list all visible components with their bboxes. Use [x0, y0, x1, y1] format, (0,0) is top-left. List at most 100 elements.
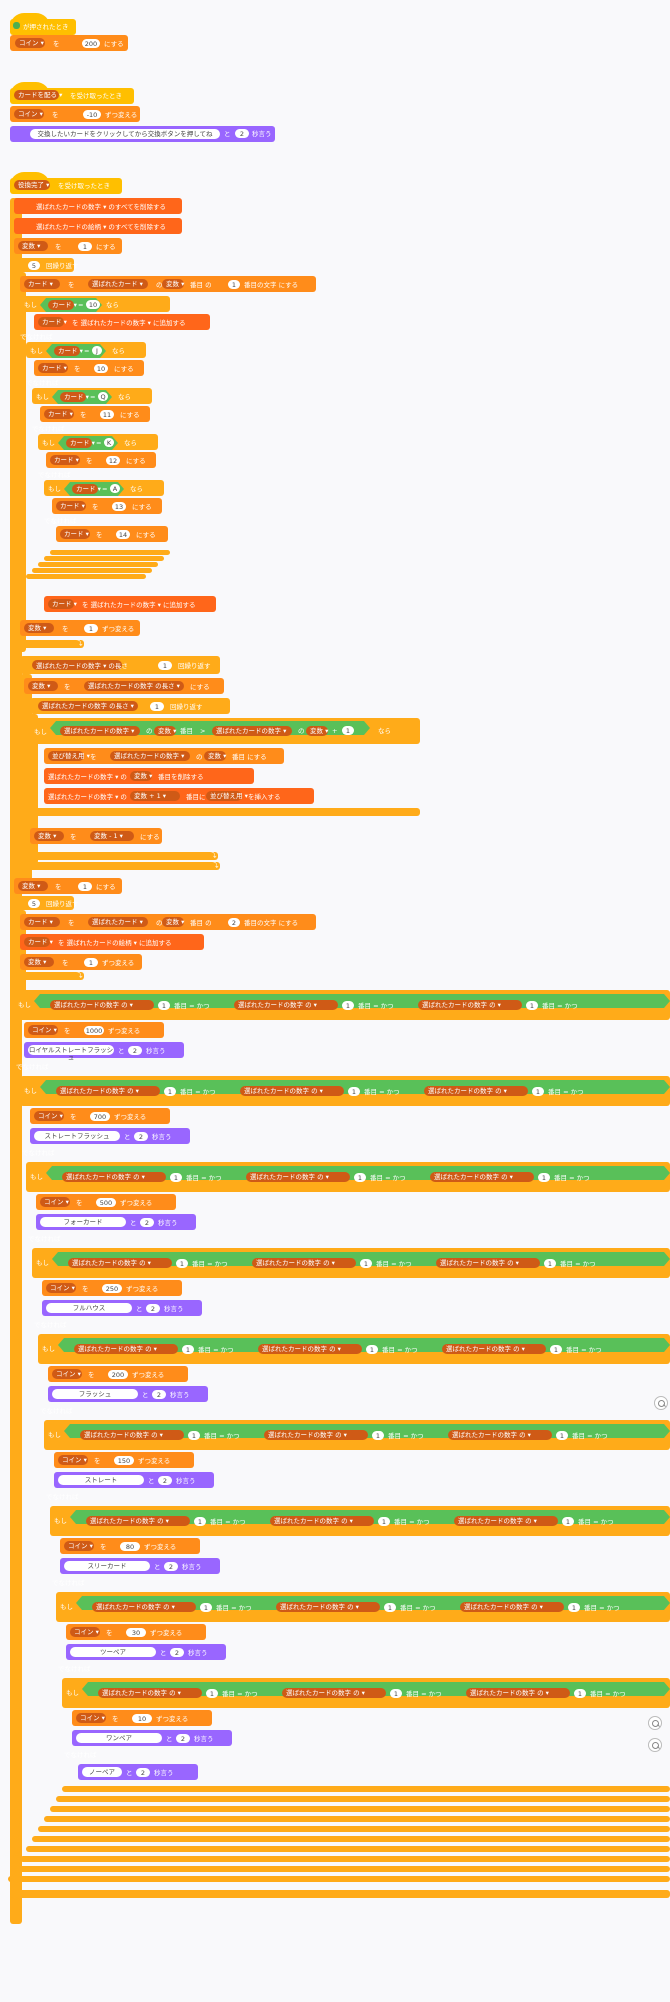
number-input[interactable]: 1 — [526, 1001, 538, 1010]
number-input[interactable]: 1 — [378, 1517, 390, 1526]
number-input[interactable]: 1 — [200, 1603, 212, 1612]
add-card-block[interactable] — [34, 314, 210, 330]
number-input[interactable]: 1 — [390, 1689, 402, 1698]
hand-name-input[interactable]: フラッシュ — [52, 1389, 138, 1399]
number-input[interactable]: 1 — [228, 280, 240, 289]
block-label: 番目の文字 にする — [244, 281, 299, 289]
number-input[interactable]: 1 — [158, 661, 172, 670]
list-reporter: 選ばれたカードの数字 ▾ — [110, 751, 190, 761]
number-input[interactable]: 1 — [78, 242, 92, 251]
number-input[interactable]: 250 — [102, 1284, 122, 1293]
add-card-block[interactable] — [44, 596, 216, 612]
block-label: もし — [42, 439, 55, 447]
number-input[interactable]: 1000 — [84, 1026, 104, 1035]
number-input[interactable]: 1 — [84, 958, 98, 967]
number-input[interactable]: 1 — [84, 624, 98, 633]
number-input[interactable]: 500 — [96, 1198, 116, 1207]
zoom-out-icon[interactable] — [648, 1716, 662, 1730]
hand-name-input[interactable]: スリーカード — [64, 1561, 150, 1571]
number-input[interactable]: 2 — [134, 1132, 148, 1141]
block-label: を — [94, 1457, 101, 1465]
number-input[interactable]: K — [104, 438, 114, 447]
number-input[interactable]: 1 — [342, 726, 354, 735]
number-input[interactable]: 1 — [556, 1431, 568, 1440]
number-input[interactable]: 1 — [170, 1173, 182, 1182]
delete-all-numbers-block[interactable] — [14, 198, 182, 214]
number-input[interactable]: 2 — [158, 1476, 172, 1485]
number-input[interactable]: 1 — [164, 1087, 176, 1096]
number-input[interactable]: J — [92, 346, 102, 355]
list-reporter: 変数 ▾ — [130, 771, 152, 781]
number-input[interactable]: 1 — [574, 1689, 586, 1698]
number-input[interactable]: 80 — [120, 1542, 140, 1551]
number-input[interactable]: 200 — [82, 39, 100, 48]
number-input[interactable]: 700 — [90, 1112, 110, 1121]
number-input[interactable]: 2 — [146, 1304, 160, 1313]
number-input[interactable]: 30 — [126, 1628, 146, 1637]
number-input[interactable]: 2 — [140, 1218, 154, 1227]
number-input[interactable]: 1 — [354, 1173, 366, 1182]
number-input[interactable]: 2 — [228, 918, 240, 927]
number-input[interactable]: 1 — [206, 1689, 218, 1698]
number-input[interactable]: 1 — [176, 1259, 188, 1268]
number-input[interactable]: 2 — [176, 1734, 190, 1743]
number-input[interactable]: 1 — [532, 1087, 544, 1096]
delete-all-suits-block[interactable] — [14, 218, 182, 234]
list-reporter: 選ばれたカード ▾ — [88, 279, 148, 289]
number-input[interactable]: 2 — [235, 129, 249, 138]
number-input[interactable]: 1 — [538, 1173, 550, 1182]
number-input[interactable]: 2 — [170, 1648, 184, 1657]
hand-name-input[interactable]: ロイヤルストレートフラッシュ — [28, 1045, 114, 1061]
number-input[interactable]: 1 — [182, 1345, 194, 1354]
number-input[interactable]: 13 — [112, 502, 126, 511]
number-input[interactable]: 1 — [544, 1259, 556, 1268]
number-input[interactable]: 1 — [384, 1603, 396, 1612]
hand-name-input[interactable]: フルハウス — [46, 1303, 132, 1313]
hand-name-input[interactable]: ノーペア — [82, 1767, 122, 1777]
number-input[interactable]: Q — [98, 392, 108, 401]
number-input[interactable]: 10 — [94, 364, 108, 373]
number-input[interactable]: 14 — [116, 530, 130, 539]
number-input[interactable]: 10 — [132, 1714, 152, 1723]
say-text-input[interactable]: 交換したいカードをクリックしてから交換ボタンを押してね — [30, 129, 220, 139]
number-input[interactable]: 1 — [150, 702, 164, 711]
list-reporter: カード ▾ — [50, 455, 80, 465]
number-input[interactable]: 1 — [194, 1517, 206, 1526]
hand-name-input[interactable]: ワンペア — [76, 1733, 162, 1743]
number-input[interactable]: 5 — [28, 261, 40, 270]
number-input[interactable]: 1 — [158, 1001, 170, 1010]
zoom-in-icon[interactable] — [654, 1396, 668, 1410]
list-reporter: カード ▾ — [24, 279, 60, 289]
repeat-end — [20, 862, 220, 870]
number-input[interactable]: 5 — [28, 899, 40, 908]
number-input[interactable]: A — [110, 484, 120, 493]
number-input[interactable]: 2 — [164, 1562, 178, 1571]
number-input[interactable]: 1 — [568, 1603, 580, 1612]
number-input[interactable]: 1 — [188, 1431, 200, 1440]
number-input[interactable]: 2 — [152, 1390, 166, 1399]
number-input[interactable]: 1 — [342, 1001, 354, 1010]
number-input[interactable]: 200 — [108, 1370, 128, 1379]
recenter-icon[interactable] — [648, 1738, 662, 1752]
hand-name-input[interactable]: ツーペア — [70, 1647, 156, 1657]
number-input[interactable]: 12 — [106, 456, 120, 465]
hand-name-input[interactable]: フォーカード — [40, 1217, 126, 1227]
hand-name-input[interactable]: ストレート — [58, 1475, 144, 1485]
number-input[interactable]: 150 — [114, 1456, 134, 1465]
number-input[interactable]: 1 — [348, 1087, 360, 1096]
block-label: でなければ — [46, 1493, 79, 1501]
number-input[interactable]: 1 — [366, 1345, 378, 1354]
hand-name-input[interactable]: ストレートフラッシュ — [34, 1131, 120, 1141]
number-input[interactable]: 1 — [360, 1259, 372, 1268]
number-input[interactable]: 10 — [86, 300, 100, 309]
number-input[interactable]: 2 — [136, 1768, 150, 1777]
number-input[interactable]: 1 — [78, 882, 92, 891]
number-input[interactable]: 2 — [128, 1046, 142, 1055]
number-input[interactable]: 11 — [100, 410, 114, 419]
number-input[interactable]: 1 — [562, 1517, 574, 1526]
number-input[interactable]: 1 — [372, 1431, 384, 1440]
number-input[interactable]: 1 — [550, 1345, 562, 1354]
number-input[interactable]: -10 — [83, 110, 101, 119]
add-suit-block[interactable] — [20, 934, 204, 950]
